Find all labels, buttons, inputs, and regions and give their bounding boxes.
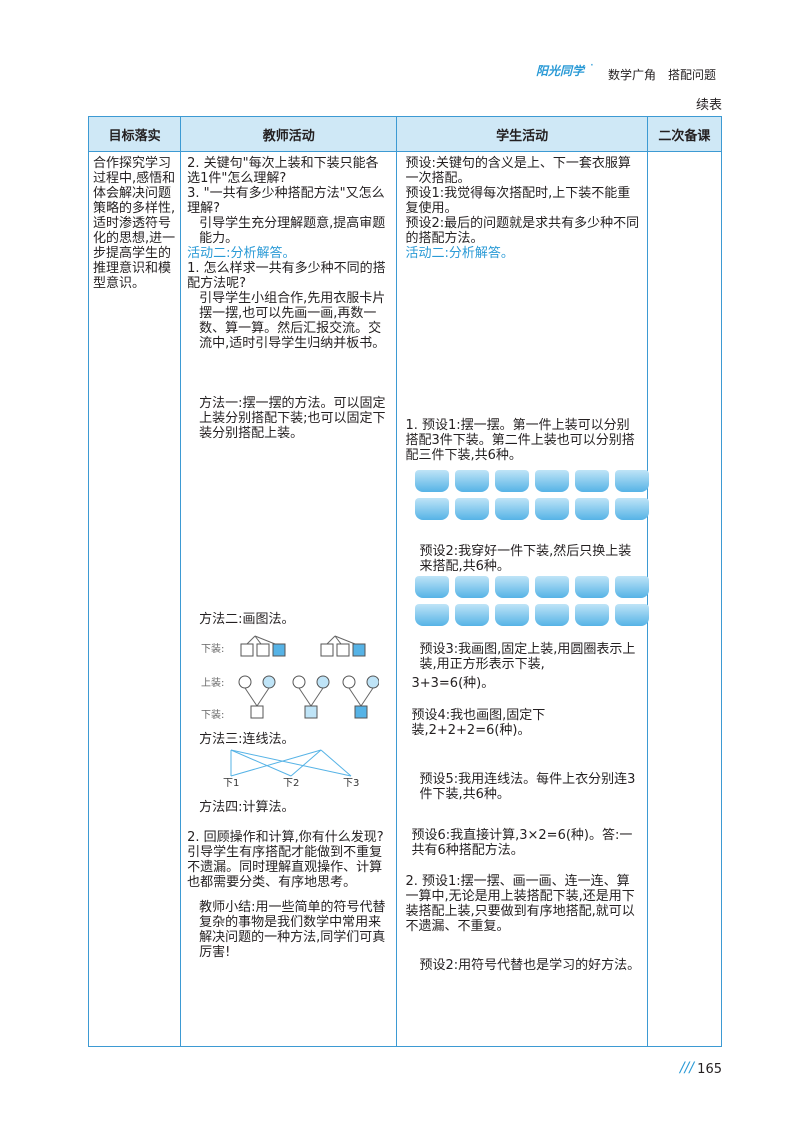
student-activity2: 活动二:分析解答。: [405, 246, 514, 261]
topic-title: 搭配问题: [668, 68, 717, 82]
goal-text: 合作探究学习过程中,感悟和体会解决问题策略的多样性,适时渗透符号化的思想,进一步…: [93, 156, 176, 291]
notes-cell: [646, 151, 723, 1047]
clothes-row-2: [415, 498, 650, 520]
logo-dot: ·: [590, 58, 594, 72]
jacket-image: [415, 576, 450, 598]
teacher-cell: 2. 关键句"每次上装和下装只能各选1件"怎么理解? 3. "一共有多少种搭配方…: [180, 151, 398, 1047]
connect-method-figure: 下1 下2 下3: [223, 749, 360, 788]
jacket-image: [615, 470, 650, 492]
col-notes: 二次备课: [646, 116, 723, 152]
label-x1: 下1: [223, 778, 239, 788]
label-top: 上装:: [201, 676, 224, 689]
drawing-method-figure: 下装: 上装: 下装:: [201, 635, 380, 721]
label-bottom-2: 下装:: [201, 708, 224, 721]
label-x3: 下3: [343, 778, 359, 788]
skirt-image: [615, 604, 650, 626]
page-number: 165: [697, 1062, 722, 1077]
student-cell: 预设:关键句的含义是上、下一套衣服算一次搭配。 预设1:我觉得每次搭配时,上下装…: [396, 151, 650, 1047]
col-teacher: 教师活动: [180, 116, 398, 152]
jacket-image: [535, 470, 570, 492]
teacher-guide: 引导学生充分理解题意,提高审题能力。: [199, 216, 386, 246]
student-a3-result: 3+3=6(种)。: [411, 676, 495, 691]
jacket-image: [615, 576, 650, 598]
student-a1: 1. 预设1:摆一摆。第一件上装可以分别搭配3件下装。第二件上装也可以分别搭配三…: [405, 418, 635, 463]
clothes-row-3: [415, 576, 650, 598]
skirt-image: [575, 604, 610, 626]
pants-image: [495, 604, 530, 626]
jacket-image: [495, 470, 530, 492]
continued-label: 续表: [695, 98, 722, 113]
student-s2: 预设1:我觉得每次搭配时,上下装不能重复使用。: [405, 186, 631, 216]
teacher-q3: 3. "一共有多少种搭配方法"又怎么理解?: [187, 186, 385, 216]
label-x2: 下2: [283, 778, 299, 788]
jacket-image: [495, 576, 530, 598]
teacher-t1: 1. 怎么样求一共有多少种不同的搭配方法呢?: [187, 261, 386, 291]
teacher-method4: 方法四:计算法。: [199, 800, 295, 815]
pants-image: [455, 498, 490, 520]
student-a5: 预设5:我用连线法。每件上衣分别连3件下装,共6种。: [419, 772, 636, 802]
pants-image: [575, 498, 610, 520]
student-s1: 预设:关键句的含义是上、下一套衣服算一次搭配。: [405, 156, 631, 186]
skirt-image: [415, 604, 450, 626]
goal-cell: 合作探究学习过程中,感悟和体会解决问题策略的多样性,适时渗透符号化的思想,进一步…: [87, 151, 182, 1047]
brand-logo: 阳光同学: [536, 64, 585, 78]
group-1: [240, 635, 366, 657]
page-header: 阳光同学 · 数学广角 搭配问题: [0, 58, 800, 86]
teacher-q2: 2. 关键句"每次上装和下装只能各选1件"怎么理解?: [187, 156, 379, 186]
teacher-activity2: 活动二:分析解答。: [187, 246, 296, 261]
label-bottom-1: 下装:: [201, 642, 224, 655]
pants-image: [535, 604, 570, 626]
clothes-row-1: [415, 470, 650, 492]
teacher-summary: 教师小结:用一些简单的符号代替复杂的事物是我们数学中常用来解决问题的一种方法,同…: [199, 900, 386, 960]
skirt-image: [535, 498, 570, 520]
teacher-t2: 2. 回顾操作和计算,你有什么发现?引导学生有序搭配才能做到不重复不遗漏。同时理…: [187, 830, 384, 890]
jacket-image: [455, 470, 490, 492]
skirt-image: [495, 498, 530, 520]
page-slash-decor: ///: [679, 1060, 694, 1076]
student-a6: 预设6:我直接计算,3×2=6(种)。答:一共有6种搭配方法。: [411, 828, 633, 858]
lesson-plan-table: 目标落实 教师活动 学生活动 二次备课 合作探究学习过程中,感悟和体会解决问题策…: [87, 116, 723, 1047]
student-b3: 预设2:用符号代替也是学习的好方法。: [419, 958, 641, 973]
student-s3: 预设2:最后的问题就是求共有多少种不同的搭配方法。: [405, 216, 640, 246]
jacket-image: [415, 470, 450, 492]
jacket-image: [455, 576, 490, 598]
teacher-method1: 方法一:摆一摆的方法。可以固定上装分别搭配下装;也可以固定下装分别搭配上装。: [199, 396, 386, 441]
jacket-image: [575, 470, 610, 492]
teacher-method2: 方法二:画图法。: [199, 612, 295, 627]
group-2: [238, 675, 380, 719]
skirt-image: [455, 604, 490, 626]
skirt-image: [415, 498, 450, 520]
col-goal: 目标落实: [87, 116, 182, 152]
jacket-image: [575, 576, 610, 598]
clothes-row-4: [415, 604, 650, 626]
teacher-method3: 方法三:连线法。: [199, 732, 295, 747]
skirt-image: [615, 498, 650, 520]
student-b2: 2. 预设1:摆一摆、画一画、连一连、算一算中,无论是用上装搭配下装,还是用下装…: [405, 874, 635, 934]
student-a4: 预设4:我也画图,固定下装,2+2+2=6(种)。: [411, 708, 546, 738]
section-title: 数学广角: [608, 68, 657, 82]
student-a3: 预设3:我画图,固定上装,用圆圈表示上装,用正方形表示下装,: [419, 642, 636, 672]
teacher-t1-guide: 引导学生小组合作,先用衣服卡片摆一摆,也可以先画一画,再数一数、算一算。然后汇报…: [199, 291, 386, 351]
col-student: 学生活动: [396, 116, 648, 152]
jacket-image: [535, 576, 570, 598]
student-a2: 预设2:我穿好一件下装,然后只换上装来搭配,共6种。: [419, 544, 632, 574]
